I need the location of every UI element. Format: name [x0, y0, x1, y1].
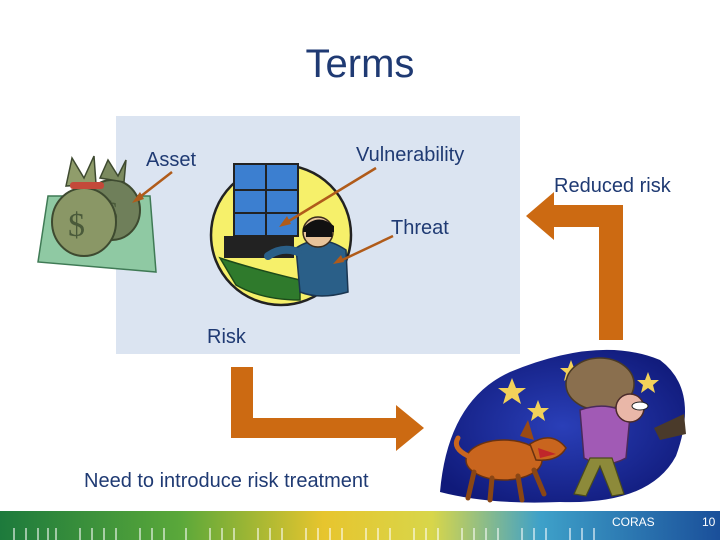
risk-treatment-label: Need to introduce risk treatment — [84, 470, 369, 492]
label-pointers — [132, 166, 394, 264]
reduced-risk-label: Reduced risk — [554, 175, 671, 197]
risk-label: Risk — [207, 326, 246, 348]
svg-text:$: $ — [68, 207, 85, 244]
threat-label: Threat — [391, 217, 449, 239]
burglar-chased-by-dog-icon — [440, 349, 686, 503]
footer-organization: CORAS — [612, 515, 655, 529]
footer-bar — [0, 511, 720, 540]
money-bags-icon: $ $ — [37, 155, 157, 273]
footer-tick-marks — [13, 528, 595, 540]
asset-label: Asset — [146, 149, 197, 171]
treatment-flow-arrow — [231, 367, 424, 451]
burglar-window-icon — [209, 163, 353, 307]
vulnerability-label: Vulnerability — [356, 144, 465, 166]
slide-title: Terms — [305, 42, 415, 86]
reduced-risk-arrow — [526, 192, 623, 340]
footer-page-number: 10 — [702, 515, 716, 529]
